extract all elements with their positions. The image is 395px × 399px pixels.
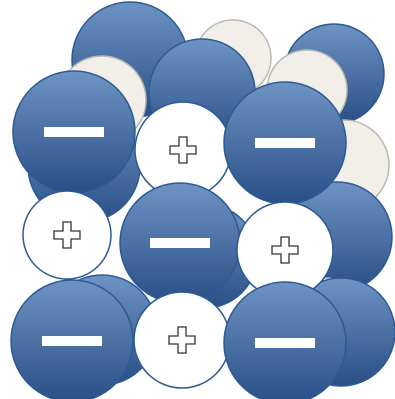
anion-front-bottom-right	[223, 281, 347, 399]
minus-sign-icon	[255, 138, 315, 148]
plus-sign-icon	[271, 236, 299, 264]
minus-sign-icon	[42, 336, 102, 346]
minus-sign-icon	[255, 338, 315, 348]
plus-sign-icon	[53, 221, 81, 249]
plus-sign-icon	[168, 326, 196, 354]
anion-front-bottom-left	[10, 279, 134, 399]
anion-front-center	[119, 182, 241, 304]
minus-sign-icon	[150, 238, 210, 248]
minus-sign-icon	[44, 127, 104, 137]
plus-sign-icon	[169, 136, 197, 164]
anion-front-top-right	[223, 81, 347, 205]
anion-front-top-left	[12, 70, 136, 194]
cation-front-mid-left	[22, 190, 112, 280]
cation-front-bottom-center	[133, 291, 231, 389]
ions-group	[10, 1, 395, 399]
